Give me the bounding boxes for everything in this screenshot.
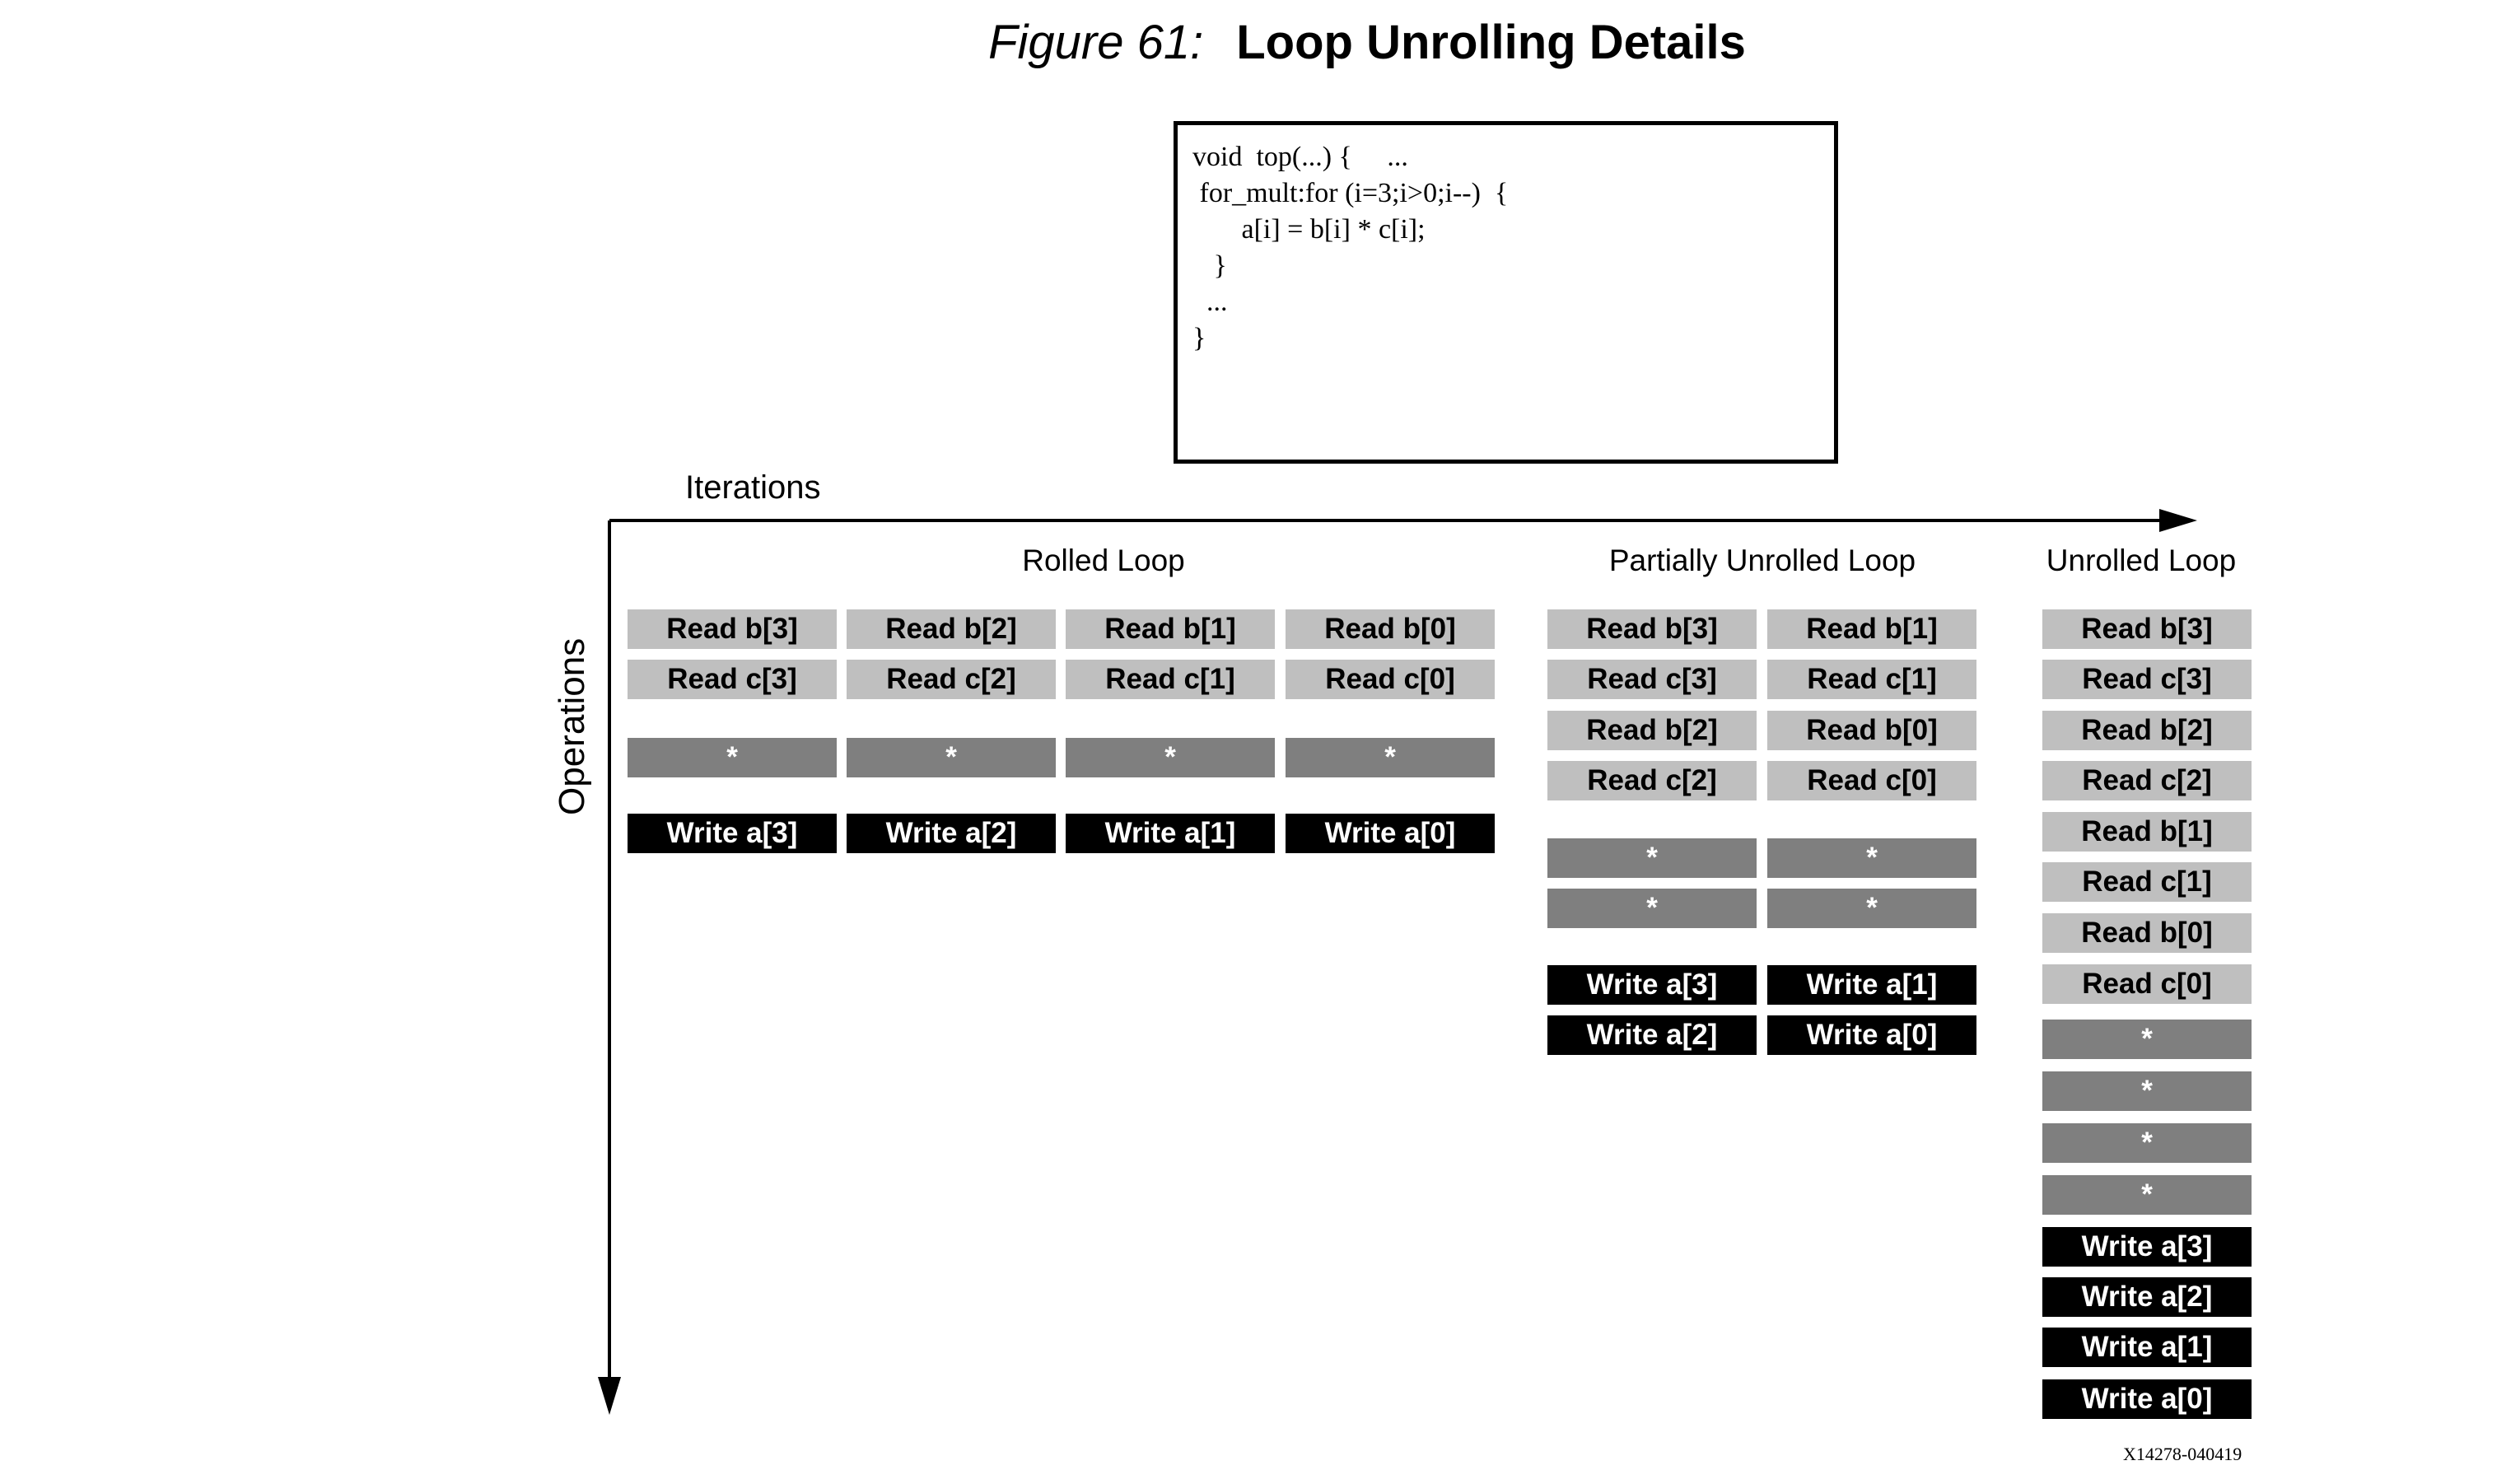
partial-op-read-c1: Read c[1] bbox=[1767, 660, 1976, 699]
partially-unrolled-loop-title: Partially Unrolled Loop bbox=[1608, 544, 1916, 577]
rolled-op-read-c3: Read c[3] bbox=[628, 660, 837, 699]
unrolled-op-read-b1: Read b[1] bbox=[2042, 812, 2252, 852]
partial-op-read-c3: Read c[3] bbox=[1547, 660, 1757, 699]
unrolled-op-read-c1: Read c[1] bbox=[2042, 862, 2252, 902]
rolled-op-read-b3: Read b[3] bbox=[628, 609, 837, 649]
rolled-op-read-c1: Read c[1] bbox=[1066, 660, 1275, 699]
partial-op-write-a3: Write a[3] bbox=[1547, 965, 1757, 1005]
partial-op-read-b1: Read b[1] bbox=[1767, 609, 1976, 649]
figure-caption: Figure 61: Loop Unrolling Details bbox=[0, 15, 2520, 70]
iterations-label: Iterations bbox=[685, 469, 821, 506]
operations-label: Operations bbox=[552, 637, 592, 815]
unrolled-op-write-a2: Write a[2] bbox=[2042, 1277, 2252, 1317]
unrolled-op-read-c2: Read c[2] bbox=[2042, 761, 2252, 800]
rolled-loop-title: Rolled Loop bbox=[1022, 544, 1185, 577]
unrolled-op-write-a1: Write a[1] bbox=[2042, 1328, 2252, 1367]
rolled-op-read-b1: Read b[1] bbox=[1066, 609, 1275, 649]
figure-id: X14278-040419 bbox=[2123, 1444, 2242, 1464]
unrolled-op-write-a3: Write a[3] bbox=[2042, 1227, 2252, 1267]
code-line: for_mult:for (i=3;i>0;i--) { bbox=[1192, 178, 1509, 208]
rolled-op-read-b2: Read b[2] bbox=[847, 609, 1056, 649]
rolled-op-write-a2: Write a[2] bbox=[847, 814, 1056, 853]
figure-label: Figure 61: bbox=[988, 16, 1204, 69]
unrolled-op-multiply: * bbox=[2042, 1123, 2252, 1163]
code-line: } bbox=[1192, 250, 1227, 281]
unrolled-op-multiply: * bbox=[2042, 1020, 2252, 1059]
rolled-op-multiply: * bbox=[1066, 738, 1275, 777]
unrolled-op-read-b2: Read b[2] bbox=[2042, 711, 2252, 750]
unrolled-op-read-b0: Read b[0] bbox=[2042, 913, 2252, 953]
code-line: ... bbox=[1192, 287, 1228, 317]
unrolled-op-multiply: * bbox=[2042, 1175, 2252, 1215]
rolled-op-read-c0: Read c[0] bbox=[1286, 660, 1495, 699]
partial-op-read-b2: Read b[2] bbox=[1547, 711, 1757, 750]
unrolled-op-read-b3: Read b[3] bbox=[2042, 609, 2252, 649]
unrolled-op-write-a0: Write a[0] bbox=[2042, 1379, 2252, 1419]
code-line: void top(...) { ... bbox=[1192, 142, 1408, 172]
partial-op-multiply: * bbox=[1547, 838, 1757, 878]
rolled-op-read-b0: Read b[0] bbox=[1286, 609, 1495, 649]
operations-arrowhead bbox=[598, 1377, 621, 1415]
unrolled-loop-title: Unrolled Loop bbox=[2046, 544, 2237, 577]
partial-op-write-a1: Write a[1] bbox=[1767, 965, 1976, 1005]
partial-op-write-a0: Write a[0] bbox=[1767, 1015, 1976, 1055]
iterations-arrowhead bbox=[2159, 509, 2197, 532]
rolled-op-write-a1: Write a[1] bbox=[1066, 814, 1275, 853]
partial-op-read-b0: Read b[0] bbox=[1767, 711, 1976, 750]
unrolled-op-multiply: * bbox=[2042, 1071, 2252, 1111]
rolled-op-read-c2: Read c[2] bbox=[847, 660, 1056, 699]
rolled-op-write-a3: Write a[3] bbox=[628, 814, 837, 853]
partial-op-multiply: * bbox=[1767, 889, 1976, 928]
code-box: void top(...) { ... for_mult:for (i=3;i>… bbox=[1174, 121, 1838, 464]
code-line: a[i] = b[i] * c[i]; bbox=[1192, 214, 1426, 245]
figure-title: Loop Unrolling Details bbox=[1236, 16, 1746, 69]
code-line: } bbox=[1192, 323, 1206, 353]
rolled-op-write-a0: Write a[0] bbox=[1286, 814, 1495, 853]
partial-op-write-a2: Write a[2] bbox=[1547, 1015, 1757, 1055]
rolled-op-multiply: * bbox=[847, 738, 1056, 777]
partial-op-multiply: * bbox=[1767, 838, 1976, 878]
partial-op-read-c2: Read c[2] bbox=[1547, 761, 1757, 800]
unrolled-op-read-c0: Read c[0] bbox=[2042, 964, 2252, 1004]
unrolled-op-read-c3: Read c[3] bbox=[2042, 660, 2252, 699]
rolled-op-multiply: * bbox=[628, 738, 837, 777]
partial-op-read-c0: Read c[0] bbox=[1767, 761, 1976, 800]
partial-op-multiply: * bbox=[1547, 889, 1757, 928]
partial-op-read-b3: Read b[3] bbox=[1547, 609, 1757, 649]
rolled-op-multiply: * bbox=[1286, 738, 1495, 777]
